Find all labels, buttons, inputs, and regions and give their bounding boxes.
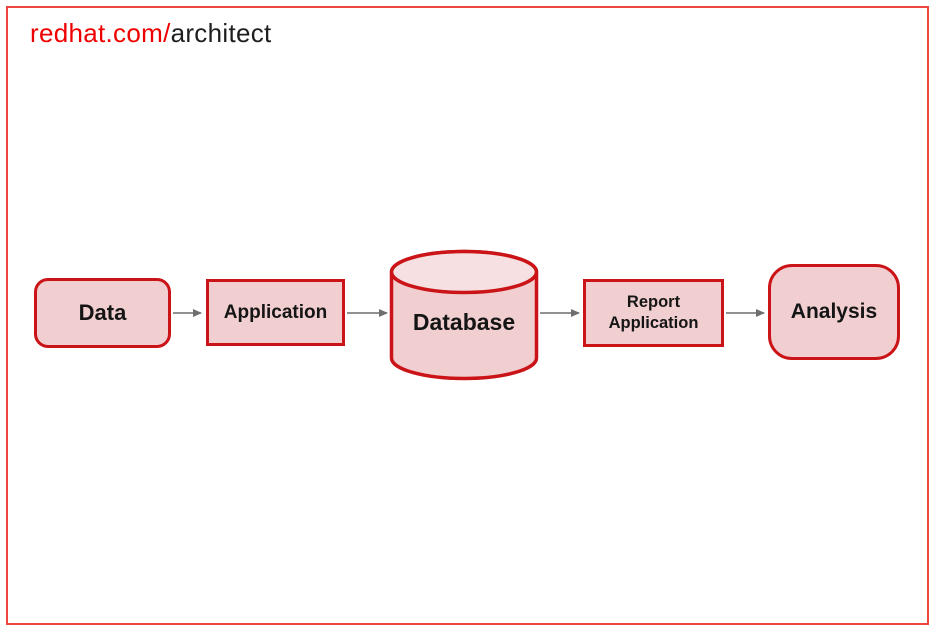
node-analysis: Analysis xyxy=(768,264,900,360)
node-analysis-label: Analysis xyxy=(790,300,878,323)
database-cylinder-icon xyxy=(389,249,539,381)
brand-header: redhat.com/architect xyxy=(30,18,272,49)
node-data: Data xyxy=(34,278,171,348)
node-report-application-label: Report Application xyxy=(608,293,699,332)
brand-domain-text: redhat.com/ xyxy=(30,18,171,48)
node-application: Application xyxy=(206,279,345,346)
node-database: Database xyxy=(389,249,539,381)
node-application-label: Application xyxy=(223,301,328,323)
node-data-label: Data xyxy=(78,300,127,325)
node-report-application: Report Application xyxy=(583,279,724,347)
node-database-label: Database xyxy=(412,308,516,335)
brand-section-text: architect xyxy=(170,18,272,48)
